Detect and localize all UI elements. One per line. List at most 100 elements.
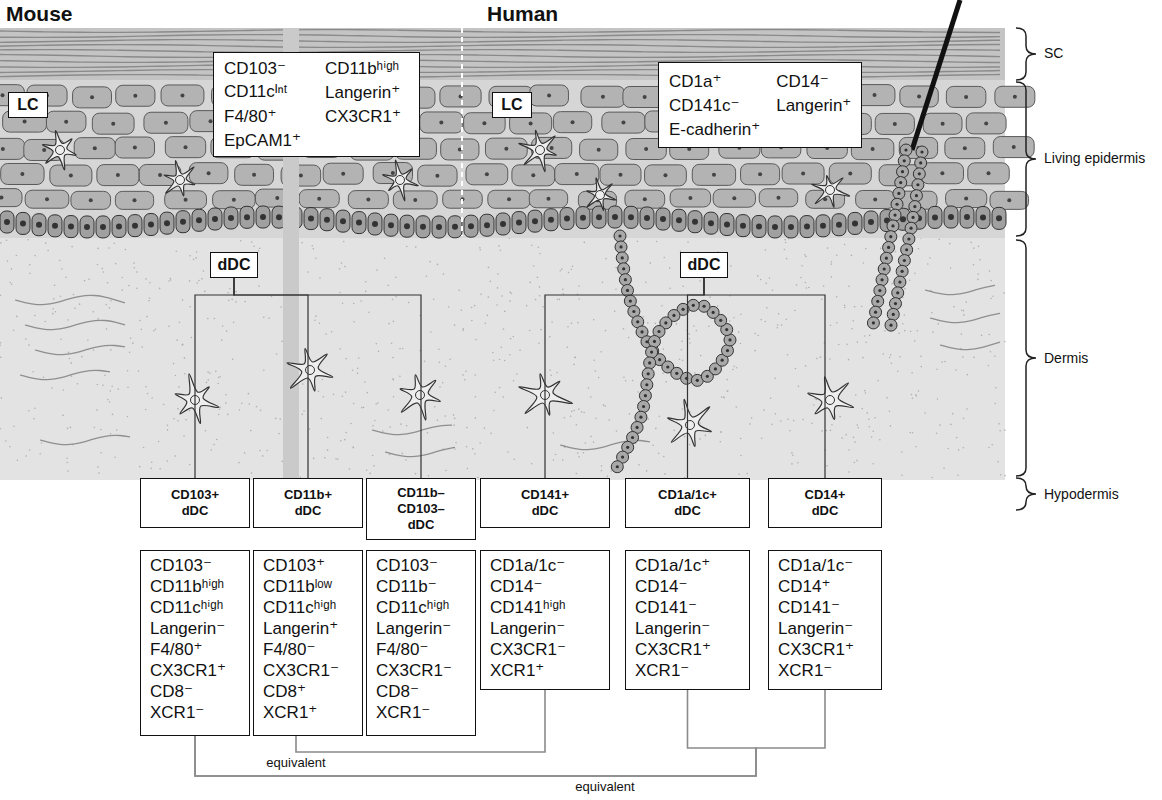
stipple: [73, 294, 75, 296]
cell-body: [600, 164, 641, 185]
stipple: [183, 435, 185, 437]
stipple: [392, 378, 394, 380]
stipple: [67, 428, 69, 430]
stipple: [915, 446, 917, 448]
stipple: [375, 403, 377, 405]
stipple: [497, 287, 499, 289]
basal-body: [768, 216, 782, 238]
stipple: [977, 273, 979, 275]
dot: [675, 372, 678, 375]
box-text: CD11b– CD103– dDC: [397, 485, 445, 533]
stipple: [877, 380, 879, 382]
hair-follicle-right-cell: [889, 298, 901, 310]
stipple: [851, 328, 853, 330]
stipple: [139, 466, 141, 468]
stipple: [448, 306, 450, 308]
basal-nucleus: [276, 214, 282, 220]
basal-body: [384, 214, 398, 236]
cell-nucleus: [776, 196, 780, 200]
stipple: [339, 348, 341, 350]
stipple: [821, 298, 823, 300]
stipple: [740, 343, 742, 345]
cell-body: [993, 137, 1034, 158]
stipple: [34, 407, 36, 409]
dot: [650, 350, 653, 353]
cell-body: [189, 163, 228, 184]
hair-follicle-left-cell: [874, 285, 886, 297]
keratinocyte: [993, 137, 1034, 158]
stipple: [557, 298, 559, 300]
basal-body: [464, 215, 478, 237]
stipple: [889, 410, 891, 412]
stipple: [143, 447, 145, 449]
stipple: [139, 320, 141, 322]
stipple: [204, 291, 206, 293]
stipple: [845, 434, 847, 436]
stipple: [176, 339, 178, 341]
stipple: [34, 255, 36, 257]
ring: [615, 241, 627, 253]
stipple: [578, 285, 580, 287]
stipple: [11, 284, 13, 286]
stipple: [760, 319, 762, 321]
ring: [870, 306, 882, 318]
basal-nucleus: [228, 215, 234, 221]
cell-nucleus: [164, 121, 168, 125]
stipple: [914, 340, 916, 342]
sc-layer: [0, 30, 1000, 33]
stipple: [857, 341, 859, 343]
hair-follicle-right-cell: [885, 319, 897, 331]
basal-cell: [944, 206, 958, 228]
stipple: [322, 379, 324, 381]
stipple: [309, 428, 311, 430]
cell-body: [115, 137, 154, 158]
sc-layer: [0, 40, 1000, 43]
keratinocyte: [600, 164, 641, 185]
stipple: [74, 307, 76, 309]
cell-nucleus: [504, 147, 508, 151]
branch-line: [234, 278, 308, 478]
dot: [725, 328, 728, 331]
stipple: [181, 344, 183, 346]
cell-nucleus: [209, 119, 213, 123]
stipple: [130, 337, 132, 339]
cell-nucleus: [416, 391, 425, 400]
dot: [903, 259, 906, 262]
stipple: [13, 329, 15, 331]
stipple: [655, 428, 657, 430]
cell-nucleus: [89, 198, 93, 202]
dot: [624, 278, 627, 281]
basal-cell: [352, 212, 366, 234]
marker-list: CD1a/1c⁺CD14⁻CD141⁻Langerin⁻CX3CR1⁺XCR1⁻: [625, 550, 750, 690]
stipple: [861, 408, 863, 410]
stipple: [439, 386, 441, 388]
basal-nucleus: [692, 219, 698, 225]
keratinocyte: [741, 164, 780, 185]
basal-body: [480, 214, 494, 236]
stipple: [395, 296, 397, 298]
ring: [915, 157, 927, 169]
stipple: [775, 413, 777, 415]
stipple: [141, 328, 143, 330]
stipple: [869, 426, 871, 428]
stipple: [740, 314, 742, 316]
stipple: [601, 470, 603, 472]
dot: [658, 358, 661, 361]
stipple: [318, 391, 320, 393]
box-text: CD14+ dDC: [805, 487, 846, 519]
box-text: CD1a/1c⁻: [490, 555, 600, 576]
stipple: [217, 383, 219, 385]
stipple: [583, 412, 585, 414]
dendritic-cell: [287, 349, 333, 391]
dot: [880, 278, 883, 281]
ring: [900, 144, 912, 156]
stipple: [607, 476, 609, 478]
stipple: [167, 429, 169, 431]
hair-follicle-left-guide: [872, 150, 906, 330]
stipple: [32, 371, 34, 373]
stipple: [189, 280, 191, 282]
cell-nucleus: [529, 121, 533, 125]
cell-nucleus: [133, 198, 137, 202]
cell-nucleus: [575, 172, 579, 176]
dot: [712, 311, 715, 314]
